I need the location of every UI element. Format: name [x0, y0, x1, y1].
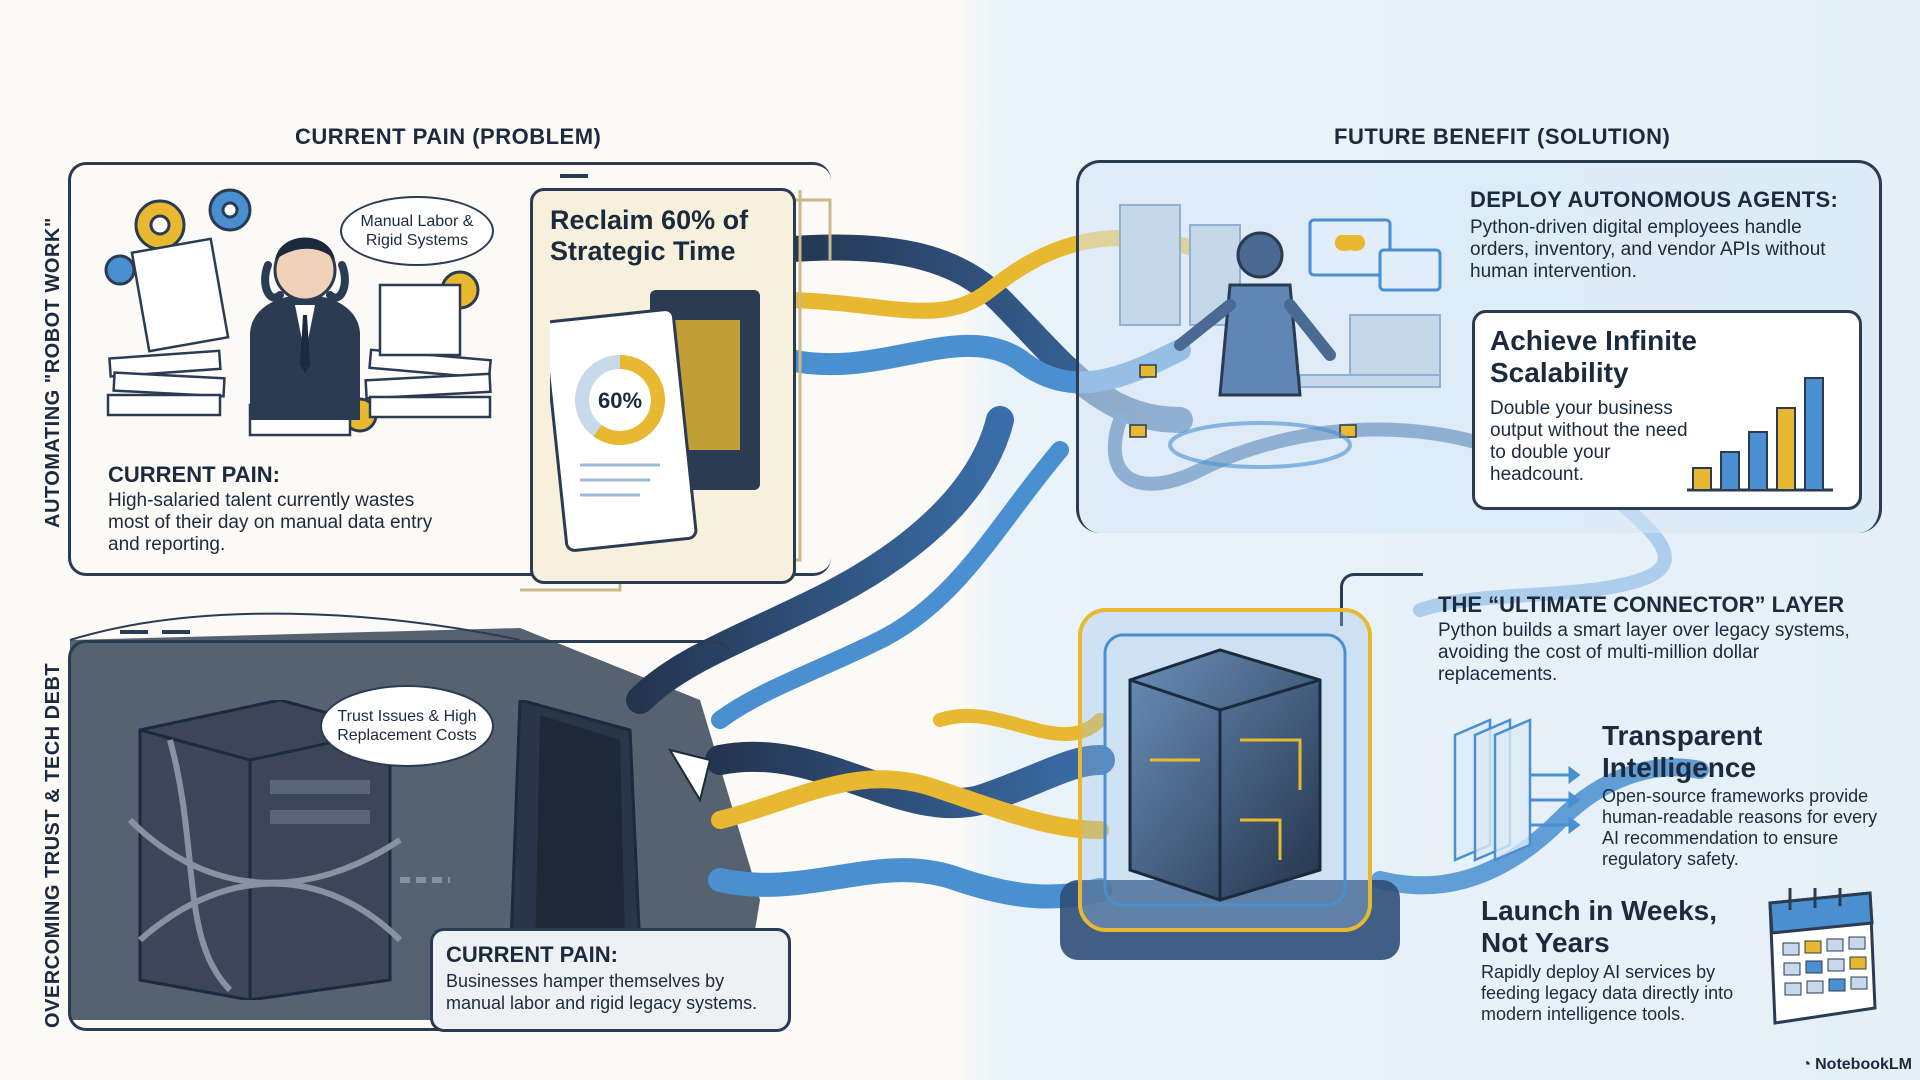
connector-title: THE “ULTIMATE CONNECTOR” LAYER [1438, 592, 1845, 617]
thought-cloud-trust-text: Trust Issues & High Replacement Costs [337, 708, 477, 744]
calendar-icon [1768, 888, 1877, 1025]
header-future-benefit: FUTURE BENEFIT (SOLUTION) [1334, 124, 1671, 149]
bottom-pain-text: Businesses hamper themselves by manual l… [446, 971, 758, 1013]
transparent-text: Open-source frameworks provide human-rea… [1602, 786, 1878, 869]
notebooklm-logo-icon: ◔ [1801, 1056, 1812, 1073]
bottom-pain-card [430, 928, 791, 1032]
top-left-frame [68, 162, 831, 576]
header-current-pain: CURRENT PAIN (PROBLEM) [295, 124, 602, 149]
growth-bar-chart-icon [1687, 377, 1833, 492]
smart-layer-cube-illustration [1060, 608, 1400, 960]
notebooklm-brand: ◔ NotebookLM [1801, 1056, 1912, 1074]
top-pain-title: CURRENT PAIN: [108, 462, 280, 487]
transparent-layers-icon [1453, 718, 1580, 862]
bottom-pain-title: CURRENT PAIN: [446, 942, 618, 967]
scalability-card [1472, 310, 1862, 510]
launch-text: Rapidly deploy AI services by feeding le… [1481, 962, 1734, 1024]
document-donut-illustration: 60% [550, 290, 760, 552]
agents-title: DEPLOY AUTONOMOUS AGENTS: [1470, 187, 1839, 212]
connector-pointer-line [1340, 573, 1423, 626]
top-pain-text: High-salaried talent currently wastes mo… [108, 490, 433, 555]
donut-arc [575, 355, 665, 445]
scalability-title: Achieve Infinite Scalability [1490, 325, 1697, 388]
side-label-automating: AUTOMATING "ROBOT WORK" [42, 217, 64, 528]
launch-title: Launch in Weeks, Not Years [1481, 895, 1717, 958]
thought-cloud-text: Manual Labor & Rigid Systems [360, 213, 474, 249]
donut-label: 60% [598, 388, 642, 413]
brand-text: NotebookLM [1815, 1056, 1912, 1073]
locked-legacy-server-illustration [127, 700, 712, 1000]
connector-text: Python builds a smart layer over legacy … [1438, 620, 1850, 685]
robot-office-illustration [1119, 204, 1442, 469]
scalability-text: Double your business output without the … [1490, 398, 1688, 485]
thought-cloud-manual-labor: Manual Labor & Rigid Systems [340, 196, 494, 266]
reclaim-title: Reclaim 60% of Strategic Time [550, 205, 749, 266]
thought-cloud-trust: Trust Issues & High Replacement Costs [320, 685, 494, 767]
stressed-worker-illustration [104, 188, 492, 437]
transparent-title: Transparent Intelligence [1602, 720, 1763, 783]
agents-text: Python-driven digital employees handle o… [1470, 217, 1826, 282]
side-label-trust: OVERCOMING TRUST & TECH DEBT [42, 662, 64, 1028]
bottom-left-frame [68, 640, 731, 1031]
